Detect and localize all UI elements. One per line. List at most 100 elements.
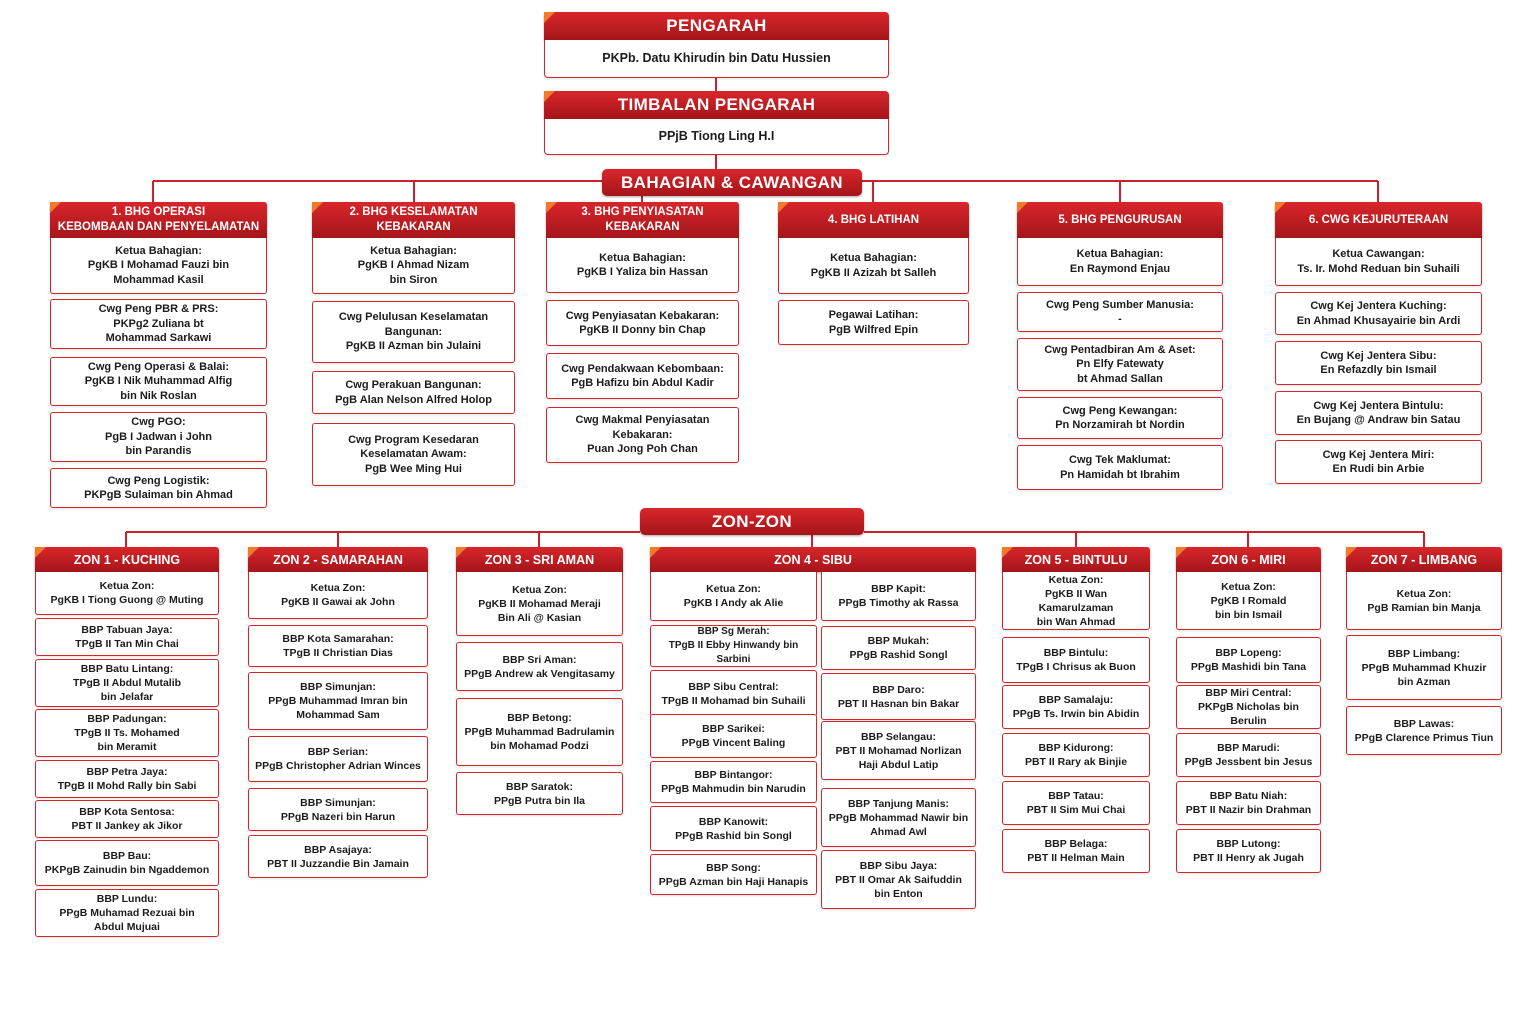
zone-header: ZON 4 - SIBU — [650, 547, 976, 572]
zone-station: BBP Bintulu: TPgB I Chrisus ak Buon — [1002, 637, 1150, 683]
zone-station-text: BBP Lundu: PPgB Muhamad Rezuai bin Abdul… — [59, 893, 195, 933]
division-unit: Cwg Kej Jentera Bintulu: En Bujang @ And… — [1275, 391, 1482, 435]
division-unit-text: Cwg PGO: PgB I Jadwan i John bin Parandi… — [105, 416, 212, 458]
zone-head-text: Ketua Zon: PgKB I Tiong Guong @ Muting — [50, 580, 204, 606]
zone-station: BBP Mukah: PPgB Rashid Songl — [821, 626, 976, 670]
division-unit-text: Cwg Peng Kewangan: Pn Norzamirah bt Nord… — [1055, 404, 1185, 432]
zone-station-text: BBP Serian: PPgB Christopher Adrian Winc… — [255, 746, 421, 772]
zone-head: Ketua Zon: PgKB I Andy ak Alie — [650, 572, 817, 621]
division-unit: Cwg Kej Jentera Miri: En Rudi bin Arbie — [1275, 440, 1482, 484]
zone-head-text: Ketua Zon: PgKB I Andy ak Alie — [683, 583, 784, 609]
zone-station-text: BBP Sarikei: PPgB Vincent Baling — [681, 723, 786, 749]
zone-station: BBP Batu Lintang: TPgB II Abdul Mutalib … — [35, 659, 219, 707]
zone-station-text: BBP Lawas: PPgB Clarence Primus Tiun — [1354, 717, 1494, 744]
division-unit-text: Cwg Kej Jentera Kuching: En Ahmad Khusay… — [1296, 300, 1461, 327]
division-unit-text: Cwg Perakuan Bangunan: PgB Alan Nelson A… — [335, 379, 492, 406]
division-unit: Cwg Pelulusan Keselamatan Bangunan: PgKB… — [312, 301, 515, 363]
zone-station-text: BBP Mukah: PPgB Rashid Songl — [849, 635, 948, 661]
division-header: 1. BHG OPERASI KEBOMBAAN DAN PENYELAMATA… — [50, 202, 267, 238]
zone-station-text: BBP Bintangor: PPgB Mahmudin bin Narudin — [661, 769, 806, 795]
zone-station-text: BBP Betong: PPgB Muhammad Badrulamin bin… — [464, 712, 615, 752]
zone-station-text: BBP Lopeng: PPgB Mashidi bin Tana — [1190, 647, 1307, 673]
division-unit: Cwg Tek Maklumat: Pn Hamidah bt Ibrahim — [1017, 445, 1223, 490]
zone-station-text: BBP Sri Aman: PPgB Andrew ak Vengitasamy — [464, 653, 615, 680]
director-title: PENGARAH — [544, 12, 889, 40]
zone-head-text: Ketua Zon: PgKB II Wan Kamarulzaman bin … — [1036, 573, 1116, 628]
zone-station: BBP Tanjung Manis: PPgB Mohammad Nawir b… — [821, 788, 976, 847]
zone-station: BBP Sg Merah: TPgB II Ebby Hinwandy bin … — [650, 625, 817, 667]
division-unit: Cwg Penyiasatan Kebakaran: PgKB II Donny… — [546, 300, 739, 346]
division-unit-text: Cwg Kej Jentera Miri: En Rudi bin Arbie — [1322, 448, 1435, 476]
division-head: Ketua Bahagian: PgKB I Ahmad Nizam bin S… — [312, 238, 515, 294]
zone-header: ZON 5 - BINTULU — [1002, 547, 1150, 572]
zone-head: Ketua Zon: PgKB I Tiong Guong @ Muting — [35, 572, 219, 615]
zone-head: Ketua Zon: PgKB II Wan Kamarulzaman bin … — [1002, 572, 1150, 630]
division-unit-text: Cwg Peng PBR & PRS: PKPg2 Zuliana bt Moh… — [98, 303, 219, 345]
zone-station-text: BBP Simunjan: PPgB Nazeri bin Harun — [280, 796, 396, 823]
division-head-text: Ketua Bahagian: En Raymond Enjau — [1069, 248, 1171, 275]
division-head-text: Ketua Bahagian: PgKB I Yaliza bin Hassan — [576, 251, 709, 279]
zone-station-text: BBP Asajaya: PBT II Juzzandie Bin Jamain — [267, 843, 409, 870]
zone-station-text: BBP Selangau: PBT II Mohamad Norlizan Ha… — [835, 730, 962, 771]
zone-station-text: BBP Sg Merah: TPgB II Ebby Hinwandy bin … — [668, 626, 799, 665]
deputy-name: PPjB Tiong Ling H.I — [544, 119, 889, 155]
division-unit: Cwg Kej Jentera Kuching: En Ahmad Khusay… — [1275, 292, 1482, 335]
zone-station-text: BBP Sibu Central: TPgB II Mohamad bin Su… — [661, 680, 806, 707]
division-unit-text: Cwg Tek Maklumat: Pn Hamidah bt Ibrahim — [1060, 454, 1180, 481]
deputy-title: TIMBALAN PENGARAH — [544, 91, 889, 119]
zone-header: ZON 6 - MIRI — [1176, 547, 1321, 572]
zone-station: BBP Kapit: PPgB Timothy ak Rassa — [821, 572, 976, 621]
division-unit-text: Cwg Peng Logistik: PKPgB Sulaiman bin Ah… — [84, 474, 233, 502]
division-unit-text: Cwg Makmal Penyiasatan Kebakaran: Puan J… — [575, 414, 710, 456]
zone-station-text: BBP Bintulu: TPgB I Chrisus ak Buon — [1016, 647, 1136, 673]
zone-station-text: BBP Daro: PBT II Hasnan bin Bakar — [837, 683, 960, 710]
division-unit: Cwg Peng Kewangan: Pn Norzamirah bt Nord… — [1017, 397, 1223, 439]
zone-station: BBP Simunjan: PPgB Muhammad Imran bin Mo… — [248, 672, 428, 730]
zone-header: ZON 2 - SAMARAHAN — [248, 547, 428, 572]
zone-station: BBP Saratok: PPgB Putra bin Ila — [456, 772, 623, 815]
zone-head-text: Ketua Zon: PgB Ramian bin Manja — [1367, 587, 1481, 614]
zone-header: ZON 1 - KUCHING — [35, 547, 219, 572]
zone-station: BBP Kanowit: PPgB Rashid bin Songl — [650, 806, 817, 851]
division-unit-text: Cwg Penyiasatan Kebakaran: PgKB II Donny… — [565, 309, 720, 337]
zone-station: BBP Lutong: PBT II Henry ak Jugah — [1176, 829, 1321, 873]
division-unit-text: Cwg Pelulusan Keselamatan Bangunan: PgKB… — [338, 311, 489, 353]
division-unit-text: Cwg Peng Sumber Manusia: - — [1046, 298, 1194, 326]
zone-station: BBP Sri Aman: PPgB Andrew ak Vengitasamy — [456, 642, 623, 691]
zone-station-text: BBP Tabuan Jaya: TPgB II Tan Min Chai — [75, 624, 179, 650]
zone-station-text: BBP Kota Sentosa: PBT II Jankey ak Jikor — [71, 806, 183, 832]
zone-station-text: BBP Bau: PKPgB Zainudin bin Ngaddemon — [44, 850, 210, 876]
division-head: Ketua Bahagian: PgKB I Mohamad Fauzi bin… — [50, 238, 267, 294]
division-header: 6. CWG KEJURUTERAAN — [1275, 202, 1482, 238]
zone-station: BBP Song: PPgB Azman bin Haji Hanapis — [650, 854, 817, 895]
zone-station-text: BBP Lutong: PBT II Henry ak Jugah — [1193, 838, 1304, 864]
division-unit: Cwg Peng Operasi & Balai: PgKB I Nik Muh… — [50, 357, 267, 406]
zone-station: BBP Kidurong: PBT II Rary ak Binjie — [1002, 733, 1150, 777]
zone-station-text: BBP Limbang: PPgB Muhammad Khuzir bin Az… — [1361, 647, 1487, 688]
zone-station: BBP Belaga: PBT II Helman Main — [1002, 829, 1150, 873]
zone-station: BBP Marudi: PPgB Jessbent bin Jesus — [1176, 733, 1321, 777]
zone-station-text: BBP Kapit: PPgB Timothy ak Rassa — [838, 583, 959, 609]
division-unit-text: Cwg Kej Jentera Sibu: En Refazdly bin Is… — [1320, 349, 1437, 377]
zone-station-text: BBP Belaga: PBT II Helman Main — [1027, 838, 1125, 864]
zone-station: BBP Bintangor: PPgB Mahmudin bin Narudin — [650, 761, 817, 803]
zone-station: BBP Betong: PPgB Muhammad Badrulamin bin… — [456, 698, 623, 766]
zone-head: Ketua Zon: PgKB II Gawai ak John — [248, 572, 428, 619]
zone-station: BBP Serian: PPgB Christopher Adrian Winc… — [248, 736, 428, 782]
zone-station: BBP Kota Samarahan: TPgB II Christian Di… — [248, 625, 428, 667]
zone-station: BBP Miri Central: PKPgB Nicholas bin Ber… — [1176, 685, 1321, 729]
division-unit: Cwg Peng Logistik: PKPgB Sulaiman bin Ah… — [50, 468, 267, 508]
zone-station-text: BBP Simunjan: PPgB Muhammad Imran bin Mo… — [268, 681, 408, 721]
zone-station-text: BBP Batu Niah: PBT II Nazir bin Drahman — [1185, 790, 1312, 816]
zone-header: ZON 7 - LIMBANG — [1346, 547, 1502, 572]
zone-station-text: BBP Tanjung Manis: PPgB Mohammad Nawir b… — [828, 797, 969, 838]
zone-station-text: BBP Padungan: TPgB II Ts. Mohamed bin Me… — [74, 713, 180, 753]
division-unit: Cwg Peng Sumber Manusia: - — [1017, 292, 1223, 332]
zone-station-text: BBP Tatau: PBT II Sim Mui Chai — [1026, 790, 1126, 816]
division-head: Ketua Bahagian: PgKB I Yaliza bin Hassan — [546, 238, 739, 293]
zone-station-text: BBP Samalaju: PPgB Ts. Irwin bin Abidin — [1012, 694, 1140, 720]
zone-station: BBP Sarikei: PPgB Vincent Baling — [650, 714, 817, 758]
division-unit: Cwg Makmal Penyiasatan Kebakaran: Puan J… — [546, 407, 739, 463]
division-unit-text: Cwg Pentadbiran Am & Aset: Pn Elfy Fatew… — [1044, 343, 1196, 385]
